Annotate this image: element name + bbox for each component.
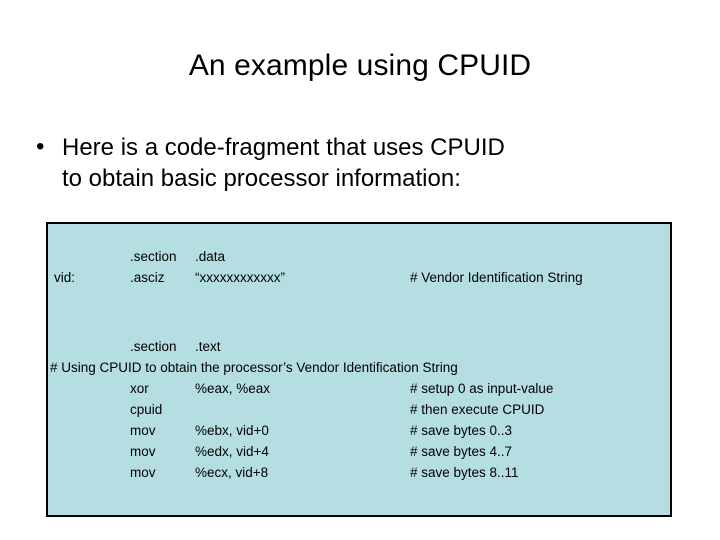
bullet-line-1: Here is a code-fragment that uses CPUID (62, 134, 505, 161)
code-operands: “xxxxxxxxxxxx” (195, 270, 285, 285)
code-line: # Using CPUID to obtain the processor’s … (48, 357, 670, 378)
bullet-line-2: to obtain basic processor information: (62, 165, 461, 192)
code-mnemonic: cpuid (130, 402, 163, 417)
code-line: xor %eax, %eax # setup 0 as input-value (48, 378, 670, 399)
code-mnemonic: .section (130, 249, 177, 264)
code-operands: .data (195, 249, 226, 264)
code-mnemonic: mov (130, 465, 156, 480)
code-line: cpuid # then execute CPUID (48, 399, 670, 420)
code-line: mov %edx, vid+4 # save bytes 4..7 (48, 441, 670, 462)
list-item: • Here is a code-fragment that uses CPUI… (30, 132, 690, 194)
code-mnemonic: xor (130, 381, 149, 396)
code-comment: # Vendor Identification String (410, 270, 583, 285)
code-line: .section .text (48, 336, 670, 357)
code-line: vid: .asciz “xxxxxxxxxxxx” # Vendor Iden… (48, 267, 670, 288)
code-operands: .text (195, 339, 221, 354)
code-fragment-box: .section .data vid: .asciz “xxxxxxxxxxxx… (46, 222, 672, 517)
code-operands: %edx, vid+4 (195, 444, 269, 459)
code-comment: # setup 0 as input-value (410, 381, 554, 396)
code-block-data: .section .data vid: .asciz “xxxxxxxxxxxx… (48, 246, 670, 288)
code-comment: # save bytes 8..11 (410, 465, 519, 480)
code-mnemonic: mov (130, 423, 156, 438)
code-mnemonic: .asciz (130, 270, 165, 285)
code-operands: %eax, %eax (195, 381, 271, 396)
code-line: mov %ecx, vid+8 # save bytes 8..11 (48, 462, 670, 483)
code-line: .section .data (48, 246, 670, 267)
code-mnemonic: mov (130, 444, 156, 459)
code-line: mov %ebx, vid+0 # save bytes 0..3 (48, 420, 670, 441)
code-comment-full: # Using CPUID to obtain the processor’s … (50, 360, 458, 375)
code-operands: %ebx, vid+0 (195, 423, 269, 438)
code-mnemonic: .section (130, 339, 177, 354)
code-operands: %ecx, vid+8 (195, 465, 269, 480)
code-comment: # then execute CPUID (410, 402, 545, 417)
code-comment: # save bytes 0..3 (410, 423, 513, 438)
code-listing: .section .data vid: .asciz “xxxxxxxxxxxx… (48, 224, 670, 515)
page-title: An example using CPUID (188, 49, 532, 82)
code-label: vid: (54, 270, 76, 285)
bullet-list: • Here is a code-fragment that uses CPUI… (30, 132, 690, 194)
bullet-text: Here is a code-fragment that uses CPUID … (62, 132, 690, 194)
code-block-text: .section .text # Using CPUID to obtain t… (48, 336, 670, 483)
bullet-marker-icon: • (36, 133, 45, 160)
code-comment: # save bytes 4..7 (410, 444, 513, 459)
